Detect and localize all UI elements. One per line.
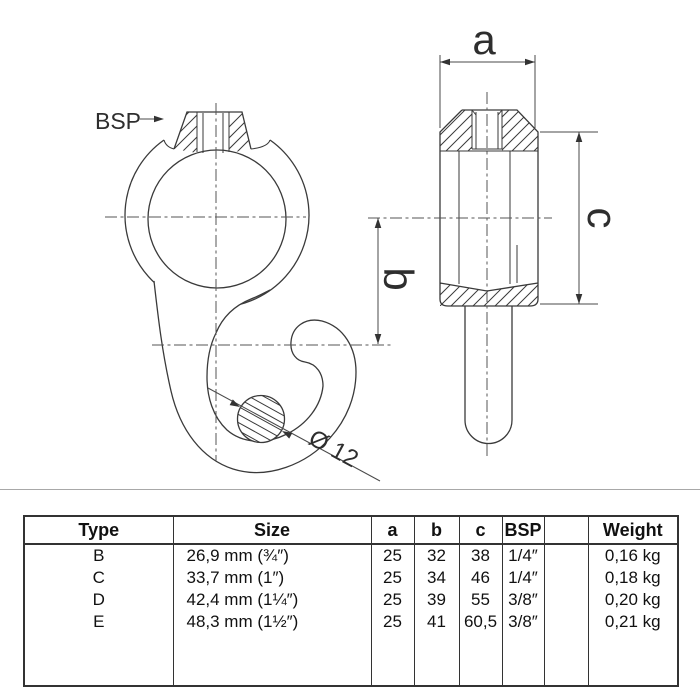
cell-c: 55	[458, 589, 502, 611]
side-view	[439, 109, 539, 445]
cell-type: D	[92, 590, 105, 609]
cell-a: 25	[370, 544, 414, 567]
dimension-a	[439, 55, 536, 128]
diameter-leader	[207, 387, 381, 482]
spec-table: Type Size a b c BSP Weight B 26,9 mm (¾″…	[23, 515, 679, 687]
table-row: C 33,7 mm (1″) 25 34 46 1/4″ 0,18 kg	[24, 567, 678, 589]
cell-spare	[543, 611, 588, 633]
dimension-b	[374, 218, 382, 344]
hook-outline	[153, 280, 357, 474]
cell-b: 41	[413, 611, 459, 633]
cell-type: B	[93, 546, 105, 565]
header-spare	[543, 516, 588, 545]
cell-size: 33,7 mm (1″)	[172, 567, 371, 589]
cell-bsp: 3/8″	[501, 589, 544, 611]
cell-c: 38	[458, 544, 502, 567]
cell-type: E	[93, 612, 105, 631]
header-size: Size	[172, 516, 371, 545]
hook-fill	[154, 281, 356, 473]
cell-bsp: 3/8″	[501, 611, 544, 633]
header-type: Type	[24, 516, 173, 545]
boss-fillets	[163, 139, 271, 150]
cell-b: 39	[413, 589, 459, 611]
cell-spare	[543, 589, 588, 611]
technical-drawing: BSP a b c Ø 12	[95, 16, 626, 482]
cell-b: 34	[413, 567, 459, 589]
header-b: b	[413, 516, 459, 545]
dimensions	[140, 55, 598, 482]
table-row: E 48,3 mm (1½″) 25 41 60,5 3/8″ 0,21 kg	[24, 611, 678, 633]
table-header-row: Type Size a b c BSP Weight	[24, 516, 678, 545]
cell-c: 60,5	[458, 611, 502, 633]
ring-outer	[124, 139, 310, 308]
cell-type: C	[92, 568, 105, 587]
cell-bsp: 1/4″	[501, 567, 544, 589]
cell-weight: 0,20 kg	[587, 589, 678, 611]
cell-b: 32	[413, 544, 459, 567]
label-b: b	[375, 267, 422, 290]
label-c: c	[579, 208, 626, 229]
table-row: B 26,9 mm (¾″) 25 32 38 1/4″ 0,16 kg	[24, 544, 678, 567]
cell-a: 25	[370, 611, 414, 633]
dimension-c	[540, 131, 598, 305]
cell-weight: 0,18 kg	[587, 567, 678, 589]
body-outline	[439, 109, 539, 283]
cell-spare	[543, 567, 588, 589]
cell-size: 42,4 mm (1¼″)	[172, 589, 371, 611]
cell-size: 26,9 mm (¾″)	[172, 544, 371, 567]
bsp-arrow	[154, 115, 164, 123]
front-view	[124, 111, 357, 474]
cell-a: 25	[370, 567, 414, 589]
hook-shank-side	[464, 306, 513, 445]
cell-weight: 0,21 kg	[587, 611, 678, 633]
header-weight: Weight	[587, 516, 678, 545]
table-row: D 42,4 mm (1¼″) 25 39 55 3/8″ 0,20 kg	[24, 589, 678, 611]
section-divider	[0, 489, 700, 490]
label-bsp: BSP	[95, 108, 141, 134]
label-a: a	[472, 16, 496, 63]
band-hatching	[440, 110, 538, 306]
cell-spare	[543, 544, 588, 567]
cell-size: 48,3 mm (1½″)	[172, 611, 371, 633]
tip-section-hatching	[237, 395, 285, 443]
header-bsp: BSP	[501, 516, 544, 545]
ring-inner	[147, 149, 287, 289]
cell-weight: 0,16 kg	[587, 544, 678, 567]
centerlines	[105, 92, 552, 461]
thread-hole	[471, 109, 503, 150]
boss-thread-lines	[196, 112, 230, 153]
header-c: c	[458, 516, 502, 545]
cell-bsp: 1/4″	[501, 544, 544, 567]
cell-c: 46	[458, 567, 502, 589]
boss-outline	[173, 111, 252, 150]
boss-hatching	[174, 112, 251, 153]
table-filler-row	[24, 633, 678, 686]
cell-a: 25	[370, 589, 414, 611]
header-a: a	[370, 516, 414, 545]
